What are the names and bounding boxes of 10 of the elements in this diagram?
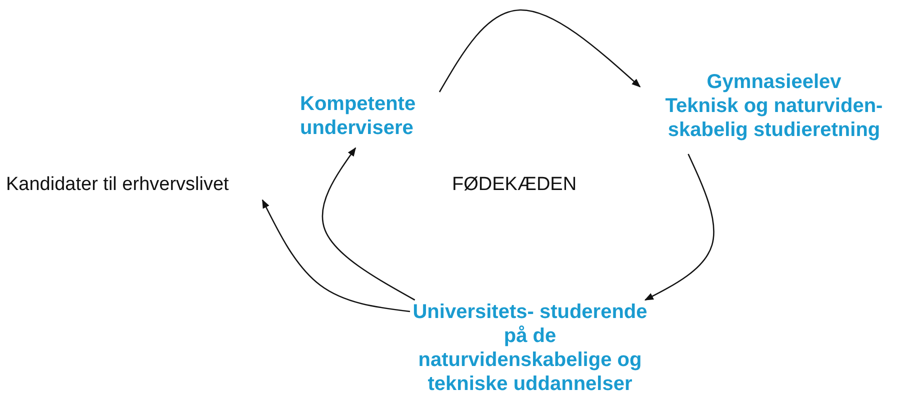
arrow — [322, 147, 416, 301]
node-label: Gymnasieelev — [706, 70, 842, 94]
arrow — [644, 154, 714, 301]
arrow — [438, 9, 641, 92]
diagram-title-label: FØDEKÆDEN — [452, 174, 577, 196]
node-label: Teknisk og naturviden- skabelig studieretning — [664, 94, 884, 142]
arrow — [262, 199, 410, 312]
node-label: Kandidater til erhvervslivet — [6, 173, 230, 197]
node-label: Kompetente undervisere — [300, 92, 417, 140]
node-label: Universitets- studerende på de naturvidenskabelige og tekniske uddannelser — [412, 300, 648, 396]
